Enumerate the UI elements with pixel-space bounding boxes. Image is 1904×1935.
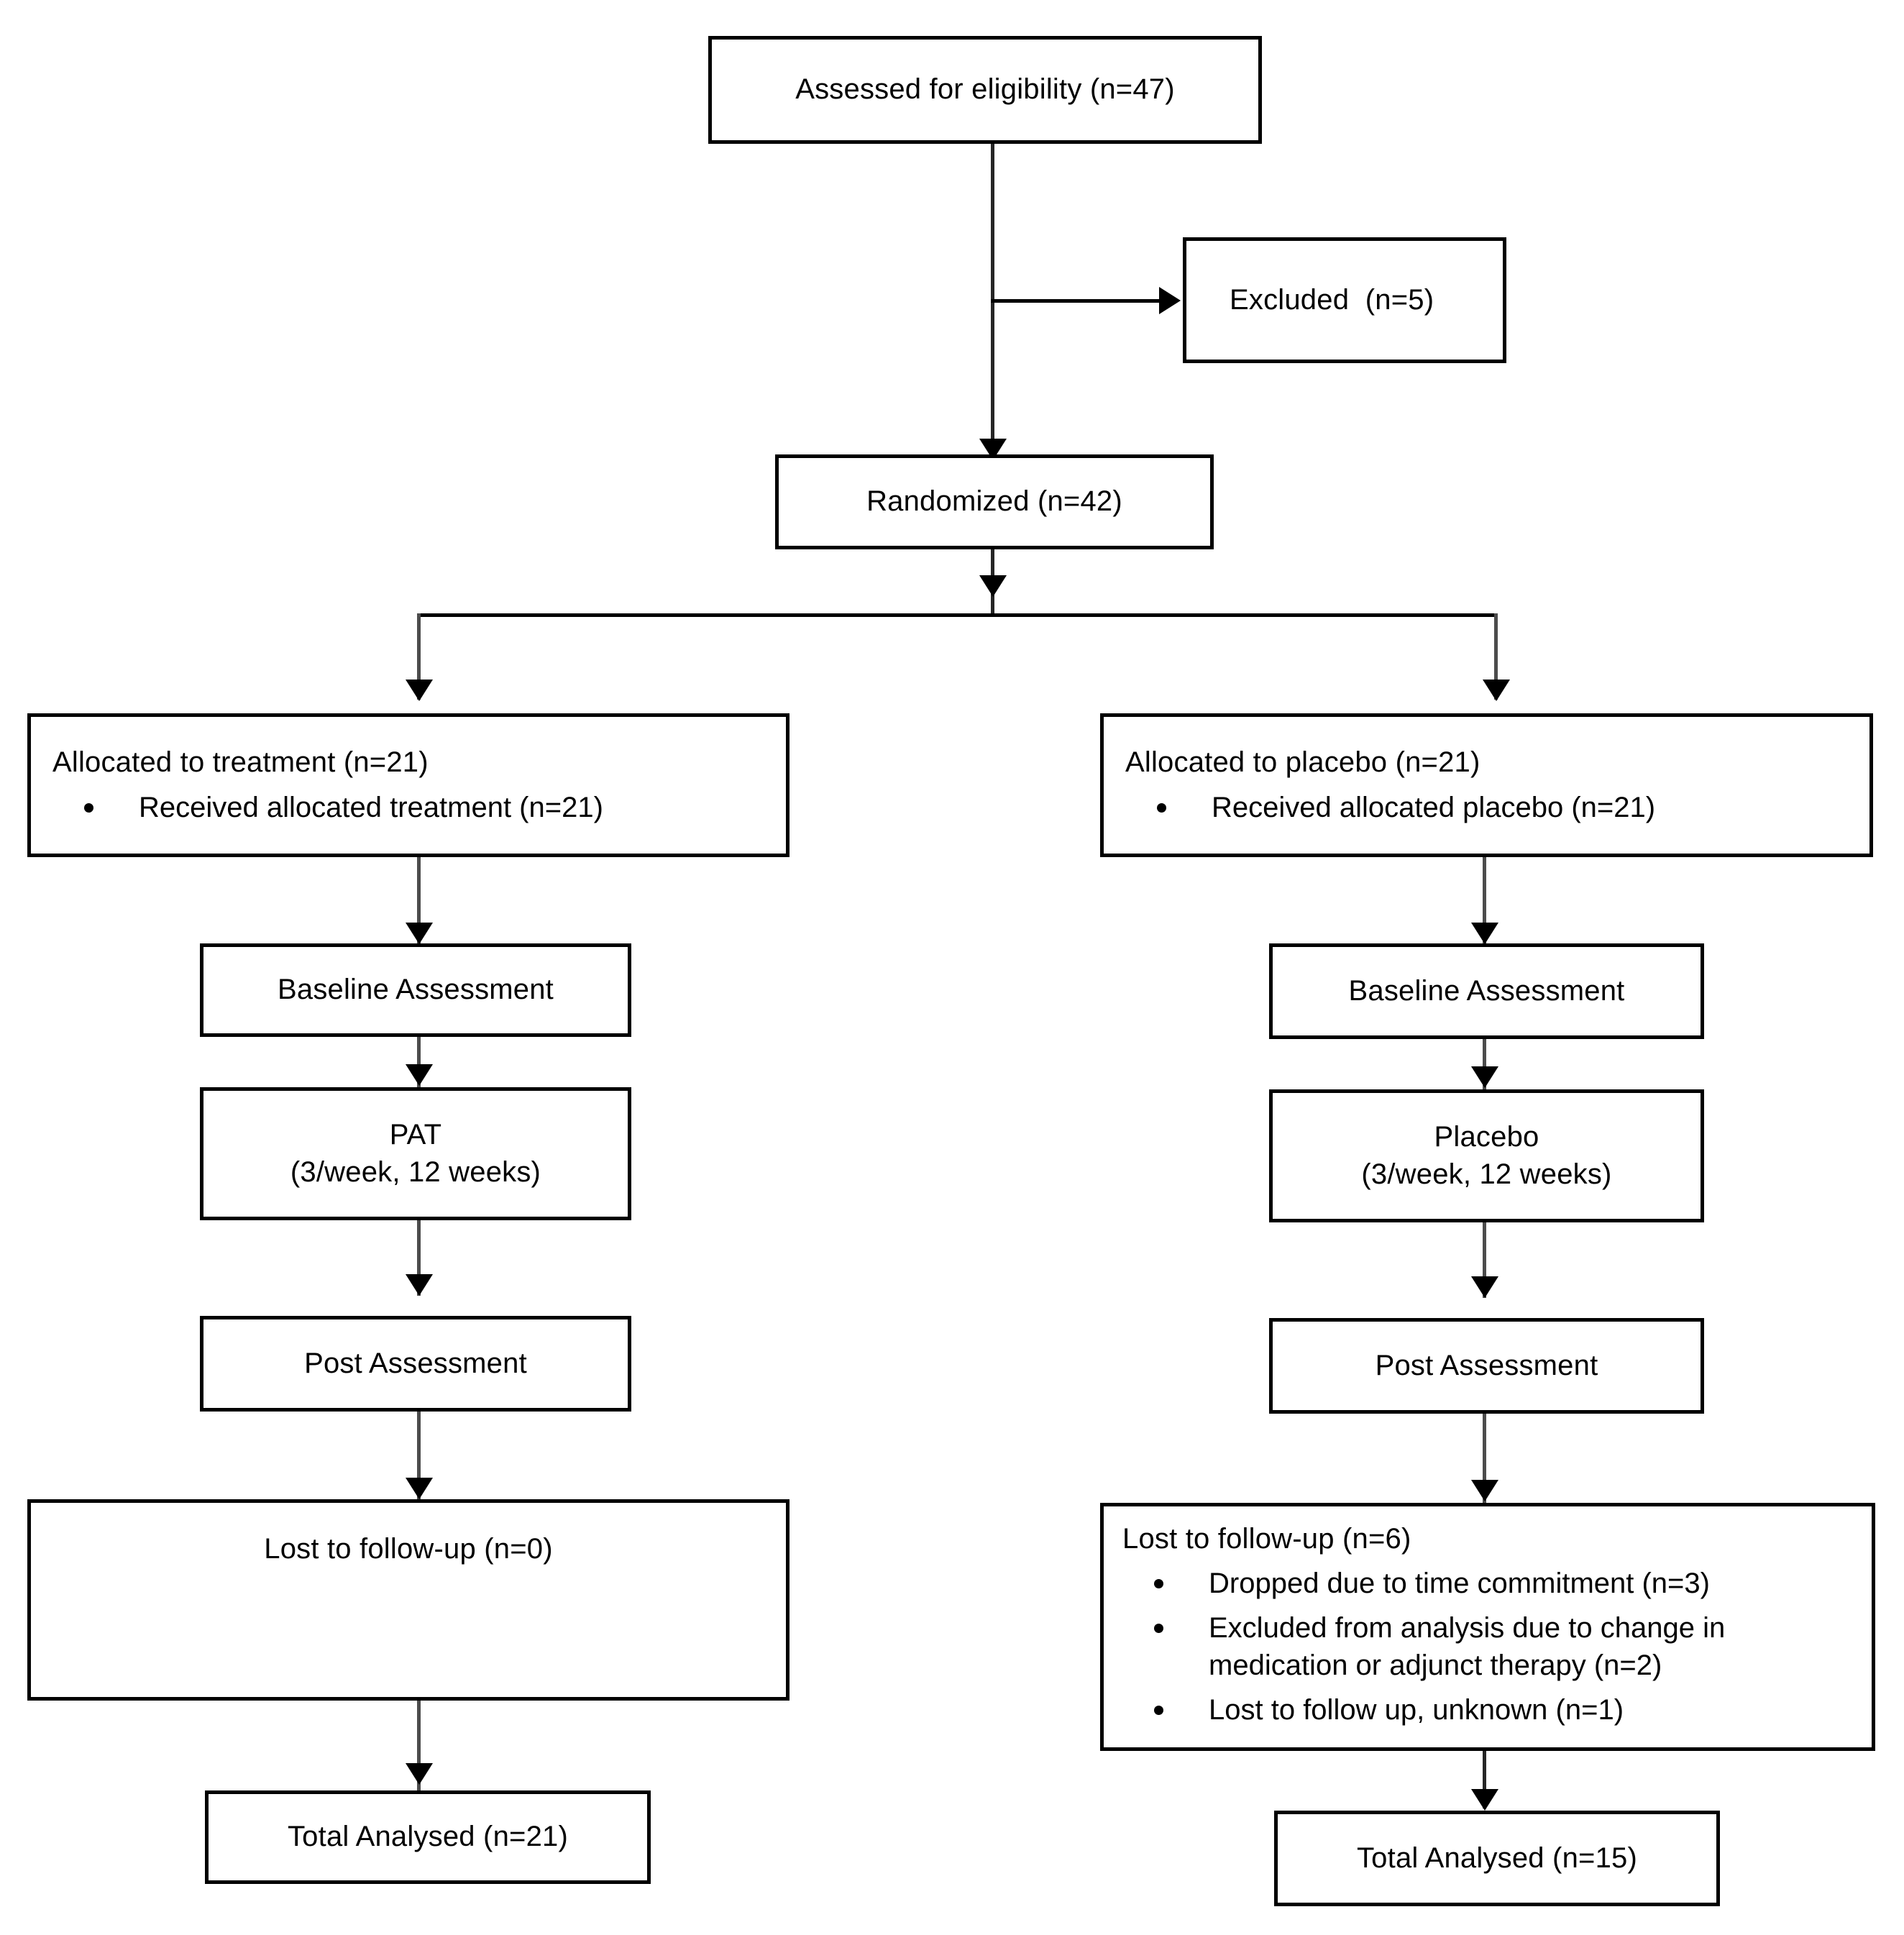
node-lost-to-followup-right: Lost to follow-up (n=6) Dropped due to t…	[1100, 1503, 1875, 1751]
node-excluded: Excluded (n=5)	[1183, 237, 1506, 363]
node-intervention-pat-line1: PAT	[389, 1119, 442, 1151]
arrowhead-into-alloc-treatment	[406, 680, 433, 701]
arrowhead-into-analysed-left	[406, 1763, 433, 1785]
list-item-label: Dropped due to time commitment (n=3)	[1209, 1568, 1710, 1600]
arrowhead-into-baseline-right	[1471, 923, 1498, 944]
connector-lost-to-analysed-right	[1483, 1751, 1486, 1808]
connector-pat-to-post	[417, 1220, 421, 1296]
bullet-dot-icon	[1154, 1706, 1163, 1716]
node-baseline-assessment-right: Baseline Assessment	[1269, 943, 1704, 1039]
node-total-analysed-right: Total Analysed (n=15)	[1274, 1811, 1720, 1906]
node-intervention-placebo: Placebo (3/week, 12 weeks)	[1269, 1089, 1704, 1222]
list-item-label: Received allocated placebo (n=21)	[1212, 791, 1656, 823]
node-post-assessment-left-label: Post Assessment	[304, 1347, 527, 1379]
list-item: Lost to follow up, unknown (n=1)	[1122, 1691, 1853, 1729]
node-excluded-label: Excluded (n=5)	[1230, 283, 1434, 316]
node-lost-to-followup-left-heading: Lost to follow-up (n=0)	[264, 1533, 553, 1565]
list-item-label: Received allocated treatment (n=21)	[139, 791, 603, 823]
node-allocated-treatment-bullets: Received allocated treatment (n=21)	[52, 782, 764, 826]
connector-split-left-arm	[417, 613, 421, 700]
bullet-dot-icon	[1154, 1624, 1163, 1634]
connector-baseline-to-placebo	[1483, 1039, 1486, 1089]
node-lost-to-followup-left: Lost to follow-up (n=0)	[27, 1499, 789, 1701]
arrowhead-into-lost-left	[406, 1478, 433, 1499]
node-allocated-treatment: Allocated to treatment (n=21) Received a…	[27, 713, 789, 857]
bullet-dot-icon	[1157, 802, 1166, 813]
node-allocated-placebo: Allocated to placebo (n=21) Received all…	[1100, 713, 1873, 857]
connector-post-to-lost-left	[417, 1412, 421, 1505]
connector-split-right-arm	[1494, 613, 1498, 700]
node-intervention-pat: PAT (3/week, 12 weeks)	[200, 1087, 631, 1220]
connector-alloc-to-baseline-right	[1483, 857, 1486, 943]
connector-post-to-lost-right	[1483, 1414, 1486, 1507]
node-assessed-for-eligibility: Assessed for eligibility (n=47)	[708, 36, 1262, 144]
list-item-label: Lost to follow up, unknown (n=1)	[1209, 1694, 1624, 1726]
node-allocated-placebo-heading: Allocated to placebo (n=21)	[1125, 746, 1480, 779]
bullet-dot-icon	[84, 802, 93, 813]
node-baseline-assessment-left-label: Baseline Assessment	[278, 974, 554, 1006]
node-lost-to-followup-right-heading: Lost to follow-up (n=6)	[1122, 1523, 1411, 1555]
arrowhead-into-pat	[406, 1064, 433, 1086]
connector-baseline-to-pat	[417, 1037, 421, 1087]
node-post-assessment-left: Post Assessment	[200, 1316, 631, 1412]
node-total-analysed-left-label: Total Analysed (n=21)	[287, 1821, 568, 1853]
node-post-assessment-right: Post Assessment	[1269, 1318, 1704, 1414]
node-allocated-placebo-bullets: Received allocated placebo (n=21)	[1125, 782, 1848, 826]
list-item: Excluded from analysis due to change in …	[1122, 1609, 1853, 1684]
list-item-label: Excluded from analysis due to change in …	[1209, 1612, 1726, 1682]
connector-lost-to-analysed-left	[417, 1701, 421, 1790]
node-intervention-placebo-line1: Placebo	[1434, 1121, 1539, 1153]
list-item: Dropped due to time commitment (n=3)	[1122, 1565, 1853, 1602]
node-total-analysed-right-label: Total Analysed (n=15)	[1356, 1842, 1637, 1874]
node-intervention-pat-line2: (3/week, 12 weeks)	[290, 1156, 541, 1188]
list-item: Received allocated treatment (n=21)	[52, 789, 764, 826]
node-intervention-placebo-line2: (3/week, 12 weeks)	[1361, 1158, 1612, 1190]
node-total-analysed-left: Total Analysed (n=21)	[205, 1790, 651, 1884]
arrowhead-into-post-right	[1471, 1276, 1498, 1298]
connector-to-excluded	[991, 299, 1171, 303]
arrowhead-into-excluded	[1159, 287, 1181, 314]
list-item: Received allocated placebo (n=21)	[1125, 789, 1848, 826]
arrowhead-into-alloc-placebo	[1483, 680, 1510, 701]
arrowhead-into-baseline-left	[406, 923, 433, 944]
node-baseline-assessment-left: Baseline Assessment	[200, 943, 631, 1037]
arrowhead-into-placebo-intervention	[1471, 1066, 1498, 1088]
arrowhead-into-analysed-right	[1471, 1789, 1498, 1811]
arrowhead-into-post-left	[406, 1274, 433, 1296]
node-randomized: Randomized (n=42)	[775, 454, 1214, 549]
node-allocated-treatment-heading: Allocated to treatment (n=21)	[52, 746, 429, 779]
node-randomized-label: Randomized (n=42)	[866, 485, 1122, 518]
connector-placebo-to-post	[1483, 1222, 1486, 1298]
arrowhead-into-lost-right	[1471, 1480, 1498, 1501]
node-assessed-for-eligibility-label: Assessed for eligibility (n=47)	[795, 73, 1175, 106]
arrowhead-randomized-stem	[979, 575, 1007, 597]
node-post-assessment-right-label: Post Assessment	[1375, 1349, 1598, 1381]
bullet-dot-icon	[1154, 1579, 1163, 1589]
node-baseline-assessment-right-label: Baseline Assessment	[1348, 974, 1625, 1007]
connector-split-bar	[417, 613, 1498, 617]
node-lost-to-followup-right-bullets: Dropped due to time commitment (n=3) Exc…	[1122, 1557, 1853, 1729]
connector-alloc-to-baseline-left	[417, 857, 421, 943]
